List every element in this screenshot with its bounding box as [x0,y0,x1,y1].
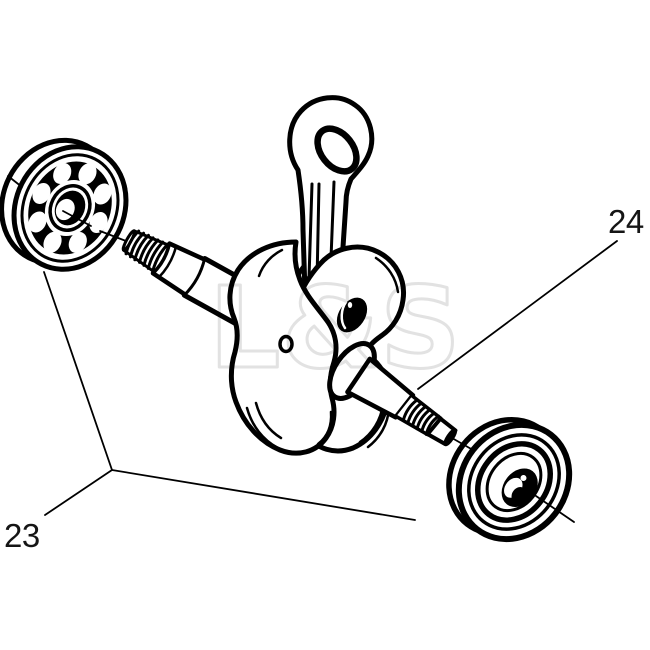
rod-ibeam-line [307,182,314,280]
bearing-ball [78,163,97,185]
leader-line-24 [417,240,618,390]
crankshaft-right-stub [327,341,458,447]
web-contour-line [374,256,400,294]
leader-line-23-stem [44,469,113,516]
watermark-text: L&S [209,264,462,394]
crank-pin-dot [347,302,353,308]
leader-line-23-upper-branch [43,271,113,471]
crank-pin-highlight [340,300,348,330]
bearing-ring-line [467,433,561,531]
bearing-ring-line [485,451,543,513]
axis-line-right-entry [451,437,474,451]
small-end-bore [314,125,360,175]
crank-web-left [227,239,339,456]
bearing-ball [43,231,62,253]
bearing-ball [32,182,51,205]
bearing-ring-line [475,441,553,523]
part-label-23: 23 [4,517,40,554]
ball-bearing-right [446,416,573,543]
part-label-24: 24 [608,203,644,240]
ball-bearing-left [0,137,129,272]
bearing-ball [53,162,72,185]
web-contour-line [316,410,333,446]
axis-line-left-bore [62,210,92,227]
web-oil-hole [278,334,294,354]
bearing-ball [93,183,112,205]
web-contour-line [257,248,284,278]
crankshaft-left-shaft [121,229,272,334]
leader-line-23-lower-branch [111,469,416,521]
bearing-bore-dot [520,474,527,481]
bearing-ball [68,231,87,254]
axis-line-right-exit [535,495,575,523]
axis-line-left-outer [7,175,23,188]
axis-line-left-gap [99,230,127,242]
bearing-ball [28,211,47,233]
web-contour-line [245,406,280,450]
web-contour-line [254,401,283,440]
bearing-ball [89,211,108,234]
bearing-bore-center [511,486,526,502]
leader-lines [7,175,618,523]
